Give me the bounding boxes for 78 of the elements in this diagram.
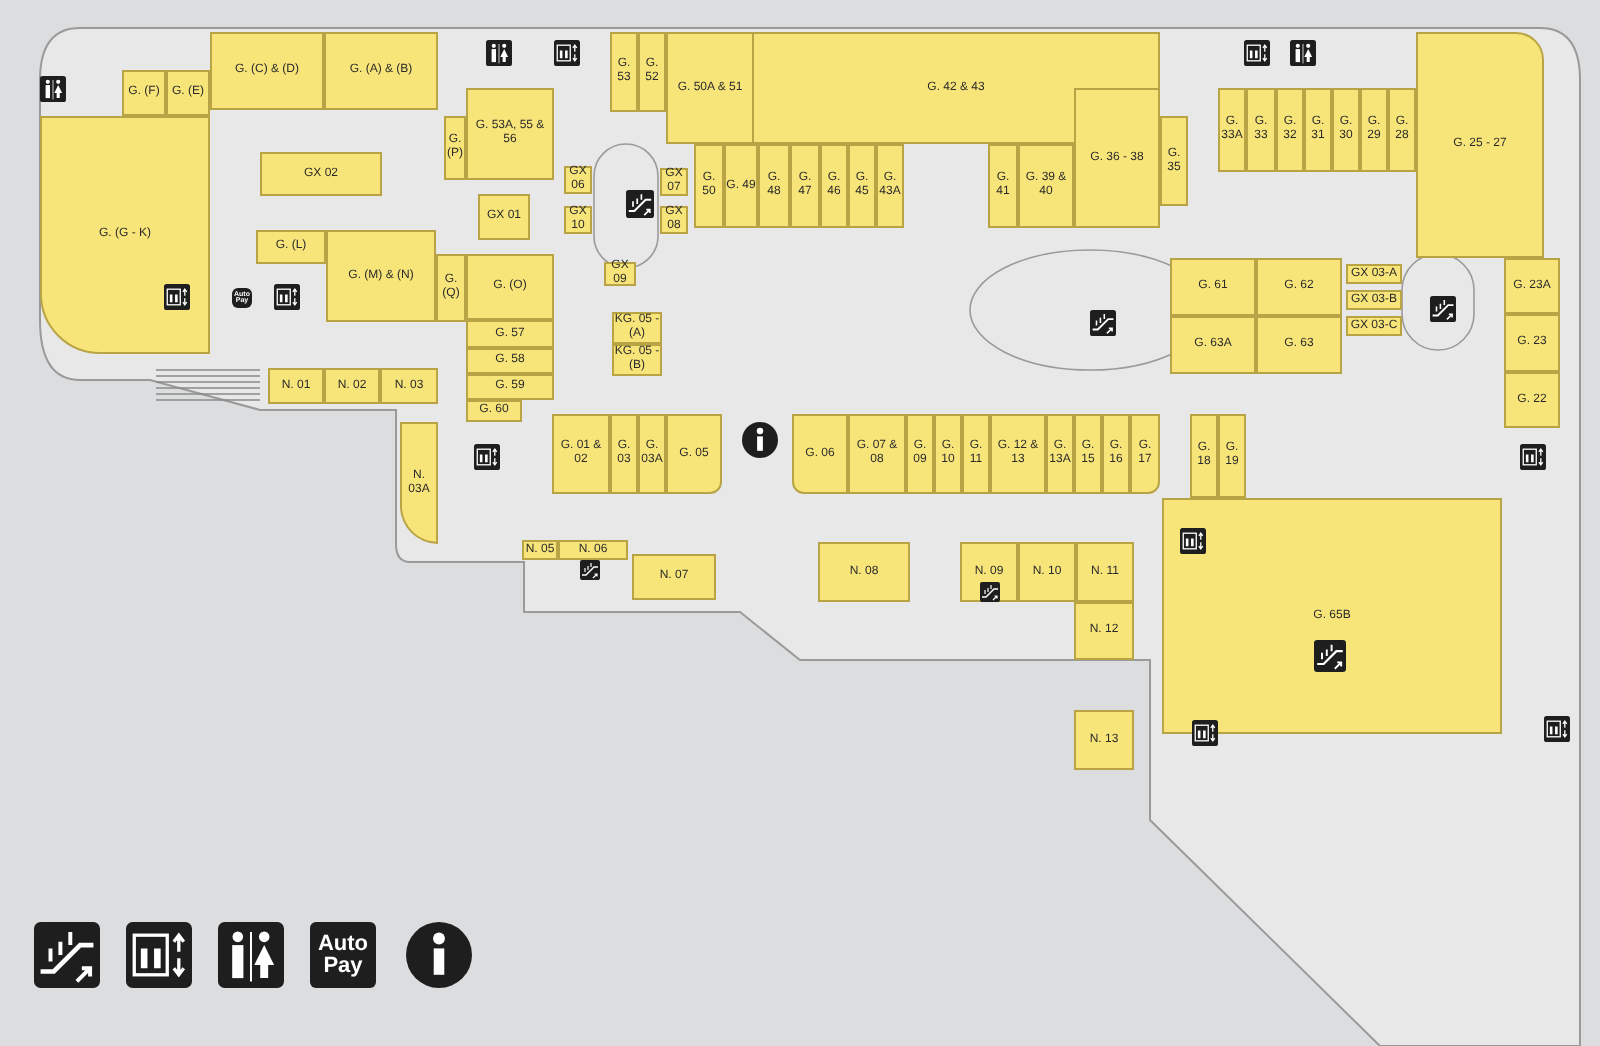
shop-unit — [436, 254, 466, 322]
shop-unit — [380, 368, 438, 404]
shop-unit — [934, 414, 962, 494]
shop-unit — [1256, 316, 1342, 374]
shop-unit — [990, 414, 1046, 494]
shop-unit — [268, 368, 324, 404]
shop-unit — [666, 414, 722, 494]
shop-unit — [1130, 414, 1160, 494]
shop-unit — [466, 320, 554, 348]
shop-unit — [848, 414, 906, 494]
shop-unit — [1018, 144, 1074, 228]
shop-unit — [166, 70, 210, 116]
shop-unit — [260, 152, 382, 196]
shop-unit — [478, 194, 530, 240]
shop-unit — [256, 230, 326, 264]
shop-unit — [466, 88, 554, 180]
shop-unit — [1416, 32, 1544, 258]
shop-unit — [1102, 414, 1130, 494]
shop-unit — [466, 374, 554, 400]
shop-unit — [638, 414, 666, 494]
shop-unit — [122, 70, 166, 116]
shop-unit — [558, 540, 628, 560]
shop-unit — [326, 230, 436, 322]
shop-unit — [694, 144, 724, 228]
shop-unit — [1360, 88, 1388, 172]
shop-unit — [790, 144, 820, 228]
shop-unit — [758, 144, 790, 228]
shop-unit — [1276, 88, 1304, 172]
shop-unit — [444, 116, 466, 180]
shop-unit — [632, 554, 716, 600]
shop-unit — [400, 422, 438, 544]
shop-unit — [1346, 290, 1402, 310]
shop-unit — [1332, 88, 1360, 172]
shop-unit — [638, 32, 666, 112]
shop-unit — [1190, 414, 1218, 498]
shop-unit — [820, 144, 848, 228]
shop-unit — [988, 144, 1018, 228]
shop-unit — [1504, 314, 1560, 372]
shop-unit — [324, 368, 380, 404]
shop-unit — [962, 414, 990, 494]
shop-unit — [604, 262, 636, 286]
shop-unit — [1170, 316, 1256, 374]
shop-unit — [1018, 542, 1076, 602]
shop-unit — [1162, 498, 1502, 734]
shop-unit — [610, 414, 638, 494]
shop-unit — [1170, 258, 1256, 316]
shop-unit — [466, 254, 554, 320]
shop-unit — [324, 32, 438, 110]
shop-unit — [666, 32, 754, 144]
shop-unit — [876, 144, 904, 228]
shop-unit — [1076, 542, 1134, 602]
shop-unit — [1256, 258, 1342, 316]
shop-unit — [610, 32, 638, 112]
shop-unit — [552, 414, 610, 494]
shop-unit — [1160, 116, 1188, 206]
shop-unit — [466, 348, 554, 374]
shop-unit — [1074, 414, 1102, 494]
shop-unit — [1074, 88, 1160, 228]
shop-unit — [1504, 258, 1560, 314]
shop-unit — [848, 144, 876, 228]
shop-unit — [210, 32, 324, 110]
shop-unit — [724, 144, 758, 228]
shop-unit — [466, 400, 522, 422]
shop-unit — [1346, 264, 1402, 284]
shop-unit — [1074, 710, 1134, 770]
shop-unit — [1218, 88, 1246, 172]
shop-unit — [1246, 88, 1276, 172]
shop-unit — [1304, 88, 1332, 172]
shop-unit — [1388, 88, 1416, 172]
auto-pay-sign: Auto Pay — [310, 922, 376, 988]
shop-unit — [906, 414, 934, 494]
shop-unit — [792, 414, 848, 494]
shop-unit — [1074, 602, 1134, 660]
shop-unit — [818, 542, 910, 602]
shop-unit — [1046, 414, 1074, 494]
shop-unit — [1504, 372, 1560, 428]
shop-unit — [1218, 414, 1246, 498]
shop-unit — [40, 116, 210, 354]
